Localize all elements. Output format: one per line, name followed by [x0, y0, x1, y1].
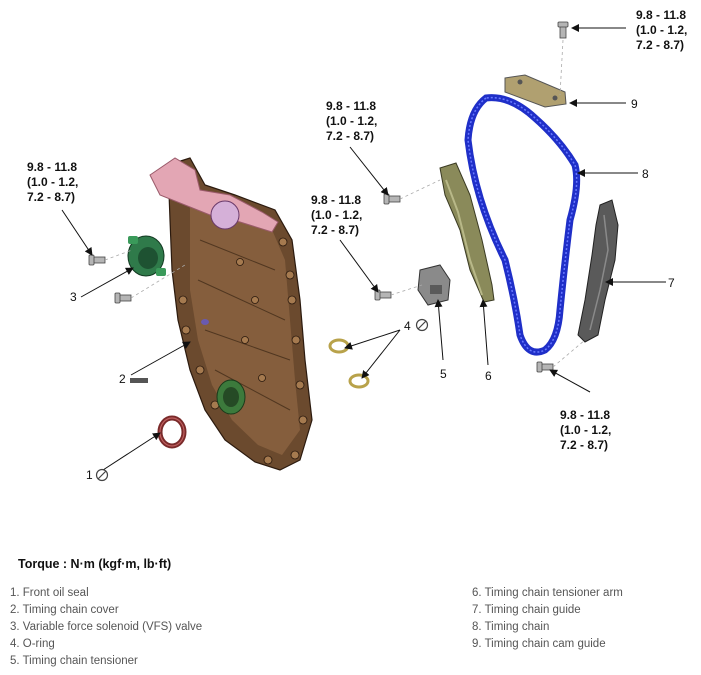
timing-chain: [464, 94, 581, 356]
exploded-diagram: [61, 21, 666, 482]
callout-3: 3: [70, 290, 77, 304]
legend-item: 8. Timing chain: [472, 621, 550, 633]
timing-chain-guide: [577, 199, 619, 343]
torque-spec-middle: 9.8 - 11.8 (1.0 - 1.2, 7.2 - 8.7): [311, 193, 363, 237]
bolt-top-right: [557, 21, 569, 39]
alignment-lines: [104, 39, 586, 368]
do-not-reuse-icon-1: [95, 468, 109, 482]
bolt-left-2: [114, 292, 132, 304]
front-oil-seal: [157, 415, 187, 449]
cover-tag-marker: [130, 378, 148, 383]
leader-lines: [61, 24, 666, 471]
callout-1: 1: [86, 468, 93, 482]
torque-spec-top-right: 9.8 - 11.8 (1.0 - 1.2, 7.2 - 8.7): [636, 8, 688, 52]
timing-chain-tensioner-arm: [439, 162, 495, 303]
callout-7: 7: [668, 276, 675, 290]
legend-left: 1. Front oil seal 2. Timing chain cover …: [10, 585, 202, 670]
legend-item: 7. Timing chain guide: [472, 604, 581, 616]
bolts: [88, 21, 569, 373]
vfs-valve: [127, 235, 166, 277]
bolt-left-1: [88, 254, 106, 266]
legend-item: 2. Timing chain cover: [10, 604, 119, 616]
torque-units-title: Torque : N·m (kgf·m, lb·ft): [18, 557, 172, 571]
legend-item: 3. Variable force solenoid (VFS) valve: [10, 621, 203, 633]
torque-spec-bottom-right: 9.8 - 11.8 (1.0 - 1.2, 7.2 - 8.7): [560, 408, 612, 452]
legend-item: 9. Timing chain cam guide: [472, 638, 606, 650]
callout-5: 5: [440, 367, 447, 381]
callout-4: 4: [404, 319, 411, 333]
callout-8: 8: [642, 167, 649, 181]
legend-right: 6. Timing chain tensioner arm 7. Timing …: [472, 585, 623, 653]
callout-2: 2: [119, 372, 126, 386]
torque-spec-left: 9.8 - 11.8 (1.0 - 1.2, 7.2 - 8.7): [27, 160, 79, 204]
timing-chain-tensioner: [417, 264, 451, 306]
legend-item: 5. Timing chain tensioner: [10, 655, 138, 667]
bolt-upper-middle: [383, 193, 401, 205]
legend-item: 4. O-ring: [10, 638, 55, 650]
callout-6: 6: [485, 369, 492, 383]
callout-9: 9: [631, 97, 638, 111]
legend-item: 1. Front oil seal: [10, 587, 89, 599]
timing-chain-cam-guide: [504, 74, 567, 108]
legend-item: 6. Timing chain tensioner arm: [472, 587, 623, 599]
torque-spec-upper-middle: 9.8 - 11.8 (1.0 - 1.2, 7.2 - 8.7): [326, 99, 378, 143]
do-not-reuse-icon-4: [415, 318, 429, 332]
timing-chain-cover: [149, 157, 313, 471]
